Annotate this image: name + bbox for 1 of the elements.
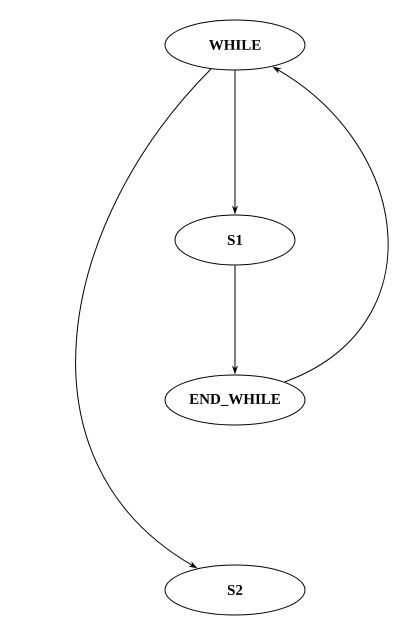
arrow: [76, 68, 212, 568]
